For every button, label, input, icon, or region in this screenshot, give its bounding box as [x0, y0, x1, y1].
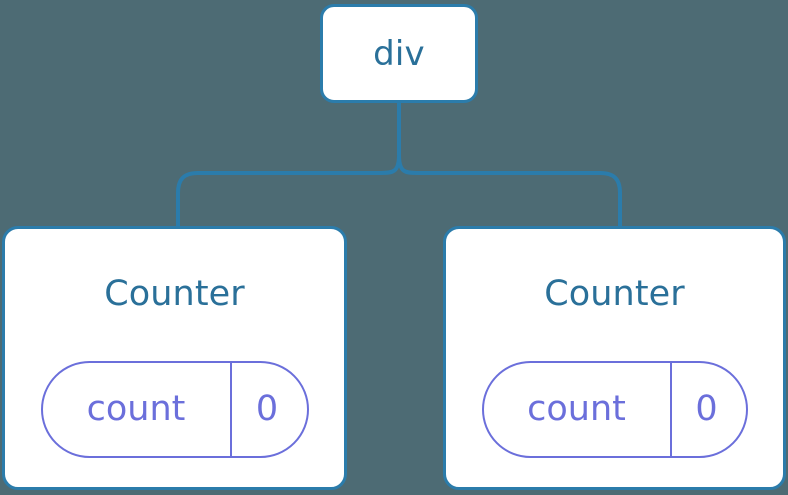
state-key-counter-1: count: [484, 363, 672, 456]
state-pill-counter-0[interactable]: count 0: [40, 361, 309, 458]
node-div[interactable]: div: [320, 4, 478, 103]
state-value-counter-0: 0: [255, 389, 279, 429]
node-counter-0-label: Counter: [104, 274, 245, 314]
state-pill-counter-1[interactable]: count 0: [481, 361, 748, 458]
node-counter-1-label: Counter: [544, 274, 685, 314]
state-value-counter-1: 0: [695, 389, 718, 429]
connector-branch-right: [397, 154, 622, 226]
connector-branch-left: [176, 154, 401, 226]
node-counter-0[interactable]: Counter count 0: [2, 226, 347, 490]
node-div-label: div: [373, 33, 425, 74]
node-counter-1[interactable]: Counter count 0: [443, 226, 786, 490]
state-key-counter-0: count: [43, 363, 232, 456]
